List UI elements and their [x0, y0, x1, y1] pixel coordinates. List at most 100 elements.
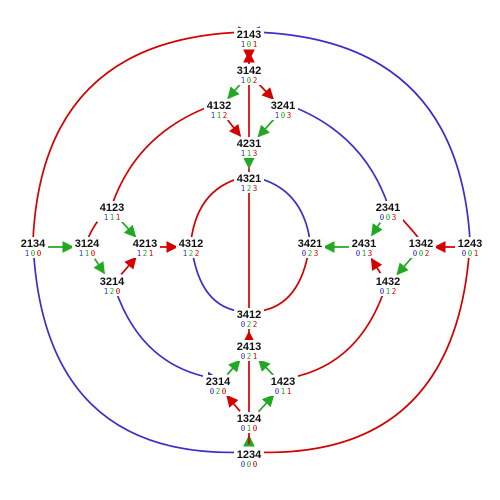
node-background — [373, 201, 403, 222]
node-code-digit-3: 1 — [287, 387, 292, 396]
node-label: 3142 — [237, 65, 261, 77]
node-code-digit-1: 1 — [79, 249, 84, 258]
node-code-digit-2: 0 — [468, 249, 473, 258]
node-code-digit-3: 3 — [314, 249, 319, 258]
edge-3241-to-4231 — [257, 118, 275, 138]
node-code-digit-1: 0 — [241, 460, 246, 469]
node-background — [406, 237, 436, 258]
node-background — [97, 275, 127, 296]
node-code-digit-3: 0 — [116, 287, 121, 296]
node-background — [234, 412, 264, 433]
edge-2314-to-2413 — [226, 359, 241, 376]
edge-1324-to-2314 — [226, 394, 241, 412]
node-code-digit-1: 1 — [241, 149, 246, 158]
edge-3214-to-4213 — [120, 256, 137, 275]
node-code-digit-1: 0 — [413, 249, 418, 258]
node-code-digit-1: 1 — [241, 184, 246, 193]
node-background — [176, 237, 206, 258]
node-code-digit-1: 1 — [104, 213, 109, 222]
node-code-digit-3: 0 — [253, 424, 258, 433]
node-label: 4123 — [100, 202, 124, 214]
node-label: 1234 — [237, 449, 262, 461]
node-background — [349, 237, 379, 258]
node-background — [268, 99, 298, 120]
node-code-digit-1: 0 — [302, 249, 307, 258]
node-code-digit-3: 2 — [425, 249, 430, 258]
node-code-digit-3: 2 — [253, 320, 258, 329]
node-label: 1324 — [237, 413, 262, 425]
node-code-digit-1: 0 — [380, 287, 385, 296]
edge-3124-to-3214 — [93, 258, 106, 275]
node-code-digit-3: 1 — [474, 249, 479, 258]
node-code-digit-2: 1 — [362, 249, 367, 258]
node-label: 3124 — [75, 238, 100, 250]
node-background — [234, 64, 264, 85]
edge-1432-to-2431 — [370, 257, 383, 274]
node-background — [203, 375, 233, 396]
node-code-digit-2: 2 — [247, 352, 252, 361]
node-code-digit-3: 2 — [223, 111, 228, 120]
node-label: 3421 — [298, 238, 322, 250]
node-code-digit-1: 0 — [241, 352, 246, 361]
node-code-digit-3: 3 — [287, 111, 292, 120]
node-code-digit-3: 0 — [253, 460, 258, 469]
node-code-digit-1: 1 — [241, 40, 246, 49]
edge-3142-to-3241 — [258, 83, 275, 100]
node-label: 4312 — [179, 238, 203, 250]
node-code-digit-2: 0 — [247, 40, 252, 49]
node-background — [234, 137, 264, 158]
node-code-digit-2: 1 — [110, 213, 115, 222]
node-label: 2341 — [376, 202, 400, 214]
edge-2341-to-3241 — [281, 100, 389, 206]
node-background — [204, 99, 234, 120]
node-background — [373, 275, 403, 296]
node-code-digit-2: 1 — [85, 249, 90, 258]
node-code-digit-3: 1 — [253, 40, 258, 49]
node-label: 1432 — [376, 276, 400, 288]
edge-4123-to-4132 — [111, 100, 221, 206]
node-code-digit-2: 2 — [247, 184, 252, 193]
edge-2134-to-2143 — [32, 26, 251, 242]
edge-1243-to-2143 — [247, 26, 471, 242]
node-code-digit-1: 1 — [241, 76, 246, 85]
node-code-digit-3: 0 — [91, 249, 96, 258]
edge-1234-to-2134 — [27, 239, 250, 454]
node-code-digit-2: 0 — [247, 76, 252, 85]
node-code-digit-3: 2 — [253, 76, 258, 85]
node-label: 2143 — [237, 29, 261, 41]
node-label: 1243 — [458, 238, 482, 250]
node-code-digit-1: 0 — [380, 213, 385, 222]
node-code-digit-2: 2 — [247, 320, 252, 329]
node-code-digit-2: 0 — [31, 249, 36, 258]
node-code-digit-2: 0 — [281, 111, 286, 120]
node-code-digit-1: 1 — [104, 287, 109, 296]
